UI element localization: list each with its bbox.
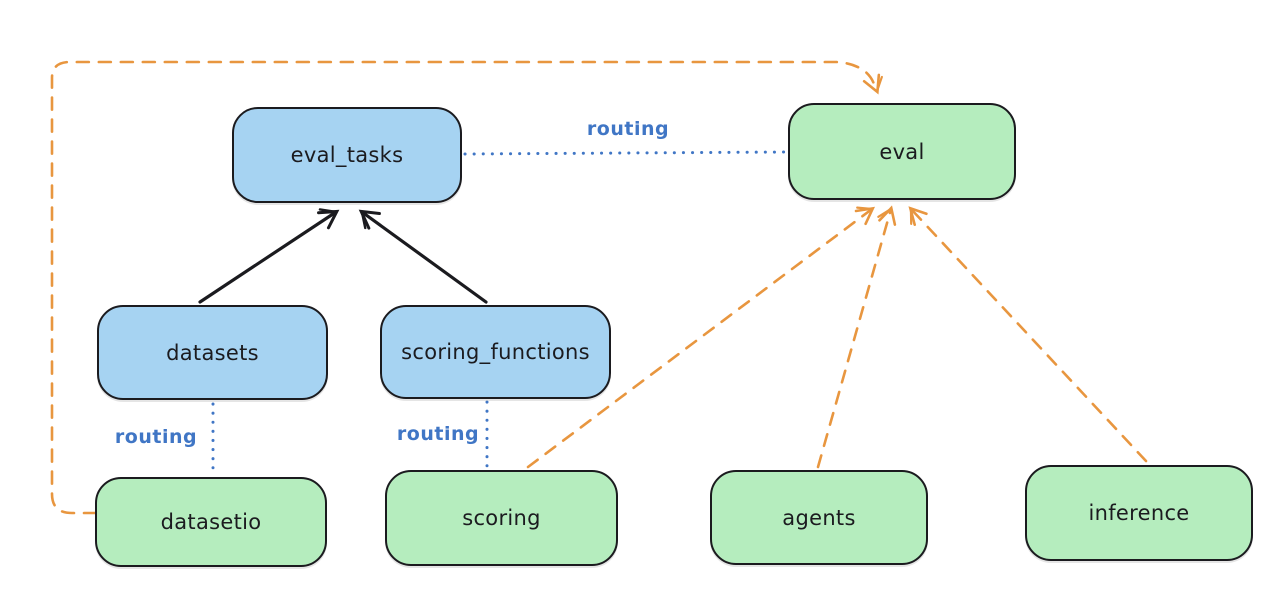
node-eval_tasks: eval_tasks [232,107,462,203]
edge-label-routing-scoring_functions-scoring: routing [396,423,480,445]
node-eval: eval [788,103,1016,200]
node-eval-label: eval [879,139,925,164]
node-datasetio: datasetio [95,477,327,567]
node-scoring_functions: scoring_functions [380,305,611,399]
node-datasetio-label: datasetio [160,510,262,534]
edge-datasetio-eval-loop [50,60,883,515]
edge-agents-eval [816,205,897,469]
edge-datasets-eval_tasks [198,208,340,304]
node-datasets-label: datasets [166,340,259,365]
edge-scoring-eval [526,206,876,469]
node-scoring_functions-label: scoring_functions [401,340,590,364]
edge-label-routing-eval_tasks-eval: routing [586,118,670,140]
node-inference-label: inference [1088,501,1190,525]
node-scoring-label: scoring [462,506,541,530]
node-agents-label: agents [782,505,856,530]
node-datasets: datasets [97,305,328,400]
edge-eval_tasks-eval [463,150,787,156]
node-eval_tasks-label: eval_tasks [290,143,404,167]
edge-label-routing-datasets-datasetio: routing [114,426,198,448]
edge-inference-eval [908,206,1148,463]
node-scoring: scoring [385,470,618,566]
edge-scoring_functions-eval_tasks [358,209,488,304]
node-inference: inference [1025,465,1253,561]
node-agents: agents [710,470,928,565]
